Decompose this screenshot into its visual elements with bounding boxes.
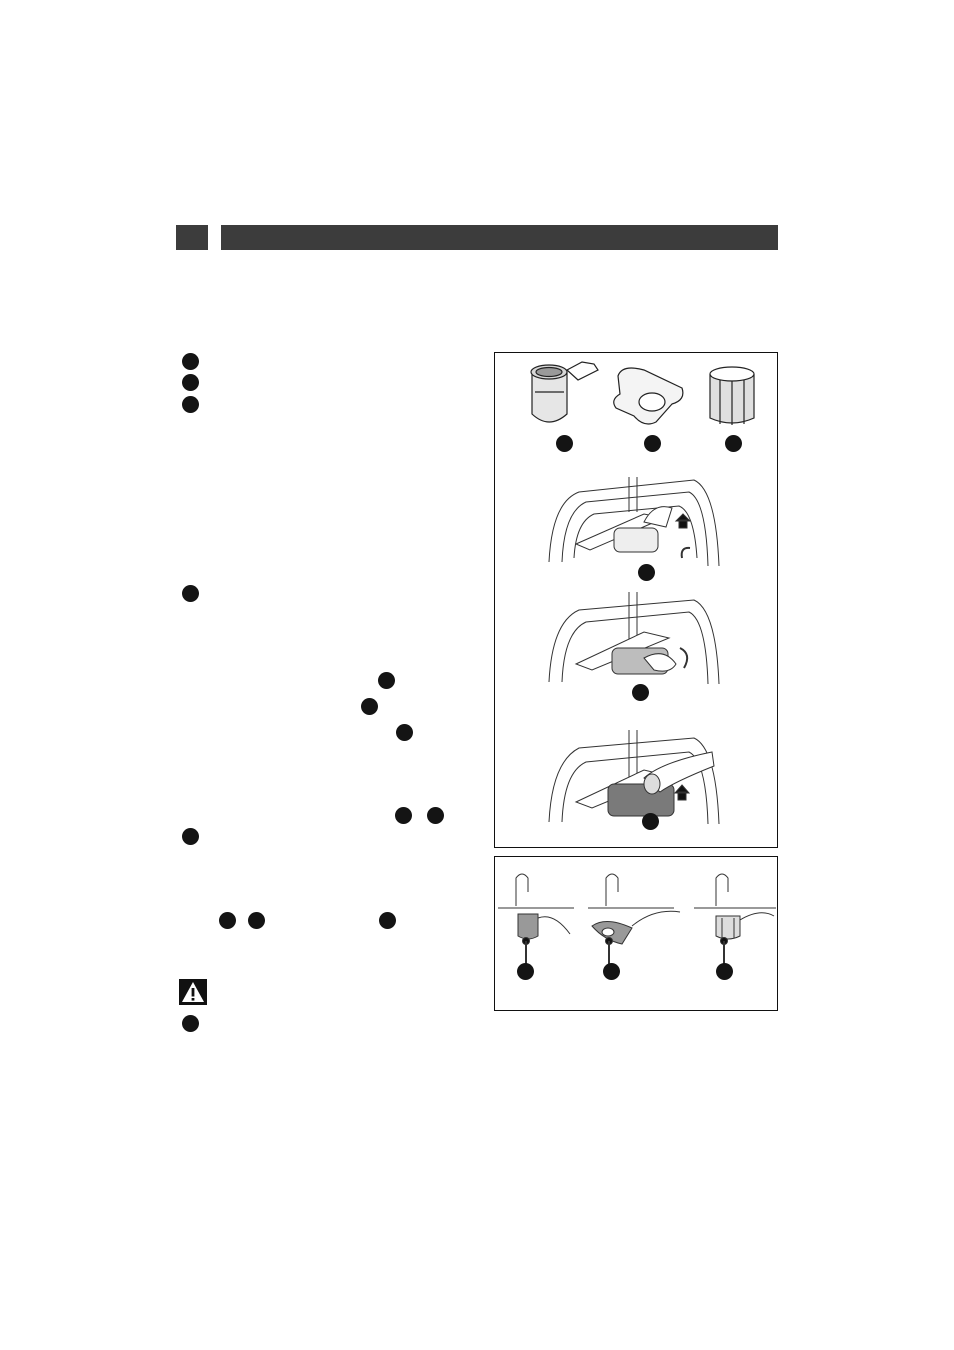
part-marker-2 — [644, 435, 661, 452]
section-title-bar — [221, 225, 778, 250]
step-marker-c — [182, 396, 199, 413]
filter-parts-illustration — [530, 361, 755, 825]
warning-triangle-icon — [179, 979, 207, 1005]
step-marker-b — [182, 374, 199, 391]
step-marker-d — [182, 585, 199, 602]
flat-filter-drawing — [613, 367, 684, 425]
rinse-step-2-marker — [603, 963, 620, 980]
filter-cup-drawing — [530, 361, 599, 423]
inline-marker-2 — [361, 698, 378, 715]
inline-marker-4 — [395, 807, 412, 824]
step-1-marker — [638, 564, 655, 581]
step-3-marker — [642, 813, 659, 830]
inline-marker-6 — [219, 912, 236, 929]
remove-filter-step-3 — [548, 730, 720, 825]
filter-removal-figure-frame — [494, 352, 778, 848]
inline-marker-1 — [378, 672, 395, 689]
step-marker-a — [182, 353, 199, 370]
page-number-block — [176, 225, 208, 250]
rinse-step-3-marker — [716, 963, 733, 980]
inline-marker-7 — [248, 912, 265, 929]
micro-filter-drawing — [709, 366, 755, 425]
inline-marker-5 — [427, 807, 444, 824]
remove-filter-step-2 — [548, 592, 720, 685]
rinse-step-1-marker — [517, 963, 534, 980]
inline-marker-3 — [396, 724, 413, 741]
part-marker-3 — [725, 435, 742, 452]
inline-marker-8 — [379, 912, 396, 929]
step-marker-e — [182, 828, 199, 845]
remove-filter-step-1 — [548, 477, 720, 567]
step-2-marker — [632, 684, 649, 701]
step-marker-f — [182, 1015, 199, 1032]
rinse-under-tap-illustration — [498, 873, 776, 964]
part-marker-1 — [556, 435, 573, 452]
